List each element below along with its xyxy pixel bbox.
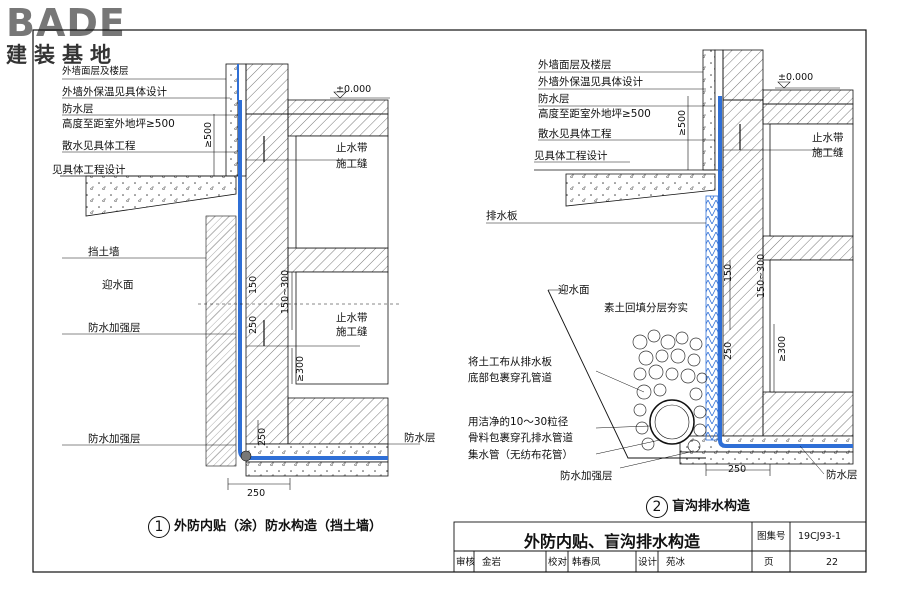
d2-backfill-label: 素土回填分层夯实 bbox=[604, 302, 688, 314]
detail-1-caption-text: 外防内贴（涂）防水构造（挡土墙） bbox=[174, 519, 383, 534]
d1-dim-150-300: 150~300 bbox=[280, 269, 291, 314]
d2-geotextile-1-label: 将土工布从排水板 bbox=[468, 356, 552, 368]
d2-waterproof-label: 防水层 bbox=[538, 93, 570, 105]
d1-waterproof-bottom-label: 防水层 bbox=[404, 432, 436, 444]
page-number: 22 bbox=[826, 557, 839, 568]
d2-reinforce-label: 防水加强层 bbox=[560, 470, 613, 482]
d2-apron-label: 散水见具体工程 bbox=[538, 128, 612, 140]
d2-dim-ge300: ≥300 bbox=[777, 335, 788, 362]
d1-waterproof-label: 防水层 bbox=[62, 103, 94, 115]
title-block: 外防内贴、盲沟排水构造 图集号 19CJ93-1 审核 金岩 校对 韩春凤 设计… bbox=[454, 522, 866, 572]
detail-2-number: 2 bbox=[646, 495, 668, 518]
detail-2-drawing bbox=[486, 49, 854, 476]
detail-1-number: 1 bbox=[148, 515, 170, 538]
d1-waterstop-1-label: 止水带 bbox=[336, 142, 368, 154]
review-label: 审核 bbox=[456, 557, 476, 568]
d1-dim-250-v: 250 bbox=[257, 427, 268, 446]
d2-height-label: 高度至距室外地坪≥500 bbox=[538, 108, 651, 120]
d2-collect-pipe-label: 集水管（无纺布花管） bbox=[468, 449, 573, 461]
d2-dim-150-300: 150~300 bbox=[756, 253, 767, 298]
reviewer-name: 金岩 bbox=[482, 557, 502, 568]
sheet-title: 外防内贴、盲沟排水构造 bbox=[524, 532, 701, 551]
detail-2-caption-text: 盲沟排水构造 bbox=[672, 499, 751, 514]
d2-geotextile-2-label: 底部包裹穿孔管道 bbox=[468, 372, 552, 384]
design-label: 设计 bbox=[638, 557, 658, 568]
d2-dim-250-b: 250 bbox=[728, 464, 747, 475]
d1-joint-2-label: 施工缝 bbox=[336, 326, 368, 338]
d2-insulation-label: 外墙外保温见具体设计 bbox=[538, 76, 643, 88]
title-block-frame bbox=[453, 521, 867, 573]
logo: BADE 建装基地 bbox=[6, 4, 156, 72]
logo-brand: BADE bbox=[6, 1, 126, 45]
d1-waterstop-2-label: 止水带 bbox=[336, 312, 368, 324]
d2-finish-label: 外墙面层及楼层 bbox=[538, 59, 612, 71]
d2-gravel-1-label: 用洁净的10～30粒径 bbox=[468, 416, 569, 428]
d1-insulation-label: 外墙外保温见具体设计 bbox=[62, 86, 167, 98]
d2-elev-label: ±0.000 bbox=[778, 72, 814, 83]
d1-see-design-label: 见具体工程设计 bbox=[52, 164, 126, 176]
sheet-border bbox=[32, 29, 867, 573]
atlas-number: 19CJ93-1 bbox=[798, 531, 842, 542]
d1-dim-ge300: ≥300 bbox=[295, 355, 306, 382]
check-label: 校对 bbox=[548, 557, 568, 568]
atlas-label: 图集号 bbox=[757, 531, 786, 542]
d2-dim-ge500: ≥500 bbox=[677, 109, 688, 136]
checker-name: 韩春凤 bbox=[572, 557, 601, 568]
detail-1-caption: 1 外防内贴（涂）防水构造（挡土墙） bbox=[148, 515, 382, 538]
d1-dim-150: 150 bbox=[248, 275, 259, 294]
d2-dim-150: 150 bbox=[723, 263, 734, 282]
d2-waterstop-label: 止水带 bbox=[812, 132, 844, 144]
d1-reinforce-1-label: 防水加强层 bbox=[88, 322, 141, 334]
d1-dim-ge500: ≥500 bbox=[203, 121, 214, 148]
d1-reinforce-2-label: 防水加强层 bbox=[88, 433, 141, 445]
d2-dim-250: 250 bbox=[723, 341, 734, 360]
d2-see-design-label: 见具体工程设计 bbox=[534, 150, 608, 162]
detail-1-drawing bbox=[60, 63, 420, 490]
d2-waterproof-bottom-label: 防水层 bbox=[826, 469, 858, 481]
page-label: 页 bbox=[764, 557, 774, 568]
d1-apron-label: 散水见具体工程 bbox=[62, 140, 136, 152]
detail-2-caption: 2 盲沟排水构造 bbox=[646, 495, 750, 518]
d1-dim-250: 250 bbox=[248, 315, 259, 334]
d1-water-face-label: 迎水面 bbox=[102, 279, 134, 291]
collect-pipe-shape bbox=[649, 399, 695, 445]
d2-gravel-2-label: 骨料包裹穿孔排水管道 bbox=[468, 432, 573, 444]
gravel-fill bbox=[632, 329, 708, 453]
d2-water-face-label: 迎水面 bbox=[558, 284, 590, 296]
d1-elev-label: ±0.000 bbox=[336, 84, 372, 95]
d1-finish-label: 外墙面层及楼层 bbox=[62, 66, 129, 77]
designer-name: 苑冰 bbox=[666, 557, 686, 568]
logo-subtitle: 建装基地 bbox=[6, 43, 118, 67]
d1-joint-1-label: 施工缝 bbox=[336, 158, 368, 170]
d1-retaining-wall-label: 挡土墙 bbox=[88, 246, 120, 258]
d2-joint-label: 施工缝 bbox=[812, 147, 844, 159]
d2-drain-board-label: 排水板 bbox=[486, 210, 518, 222]
d1-dim-250-h: 250 bbox=[247, 488, 266, 499]
d1-height-label: 高度至距室外地坪≥500 bbox=[62, 118, 175, 130]
